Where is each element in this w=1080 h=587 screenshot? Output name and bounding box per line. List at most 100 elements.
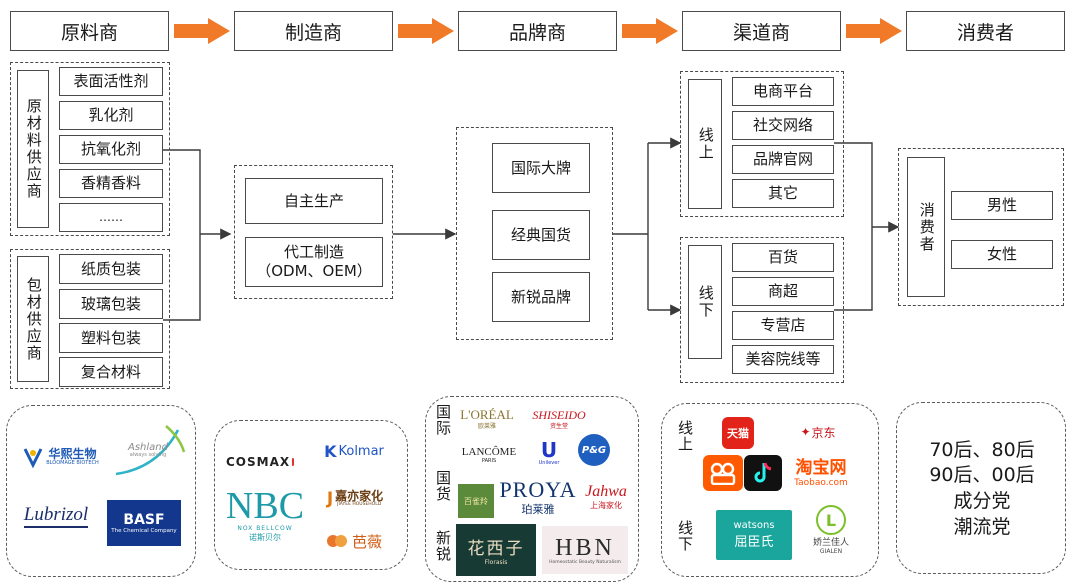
brand-group bbox=[456, 127, 613, 340]
kolmar-logo: K Kolmar bbox=[318, 438, 390, 464]
channel-online-group bbox=[680, 71, 844, 217]
tmall-logo: 天猫 bbox=[722, 417, 754, 449]
brand-intl-label: 国际 bbox=[434, 404, 452, 436]
flow-arrow-icon bbox=[846, 18, 902, 44]
hbn-name: HBN bbox=[555, 534, 615, 561]
channel-ecommerce: 电商平台 bbox=[732, 77, 834, 106]
shiseido-name: SHISEIDO bbox=[532, 407, 586, 422]
basf-logo: BASF The Chemical Company bbox=[107, 500, 181, 546]
raw-material-group bbox=[10, 62, 170, 236]
nbc-sub: NOX BELLCOW bbox=[237, 525, 293, 532]
channel-official-site: 品牌官网 bbox=[732, 145, 834, 174]
ashland-name: Ashland bbox=[128, 441, 168, 453]
consumer-tag-trend: 潮流党 bbox=[953, 515, 1011, 538]
consumer-tag-ingredient: 成分党 bbox=[953, 490, 1011, 512]
taobao-logo: 淘宝网 Taobao.com bbox=[786, 456, 856, 492]
gialen-name: 娇兰佳人 bbox=[812, 538, 849, 548]
channel-supermarket: 商超 bbox=[732, 277, 834, 306]
channel-department-store: 百货 bbox=[732, 243, 834, 272]
consumer-female: 女性 bbox=[951, 240, 1053, 269]
brand-international: 国际大牌 bbox=[492, 143, 590, 193]
bawei-logo: 芭薇 bbox=[318, 526, 390, 556]
packaging-group bbox=[10, 249, 170, 389]
jd-dog-icon: ✦ bbox=[800, 425, 811, 439]
brand-domestic-label: 国货 bbox=[434, 470, 452, 502]
jahwa-name: Jahwa bbox=[585, 482, 627, 500]
kolmar-mark-icon: K bbox=[324, 441, 337, 461]
pg-logo: P&G bbox=[578, 434, 610, 466]
raw-item-more: …… bbox=[59, 203, 163, 232]
lancome-name: LANCÔME bbox=[461, 445, 517, 458]
kuaishou-logo bbox=[703, 455, 743, 491]
raw-item-fragrance: 香精香料 bbox=[59, 169, 163, 198]
header-manufacturer: 制造商 bbox=[234, 11, 393, 51]
gialen-mark-icon: L bbox=[816, 505, 846, 535]
header-brand: 品牌商 bbox=[458, 11, 617, 51]
pg-name: P&G bbox=[581, 444, 607, 456]
cosmax-mark-icon bbox=[292, 458, 294, 466]
consumer-tags: 70后、80后 90后、00后 成分党 潮流党 bbox=[898, 404, 1066, 574]
flow-arrow-icon bbox=[398, 18, 454, 44]
shiseido-cn: 资生堂 bbox=[549, 422, 568, 430]
kolmar-name: Kolmar bbox=[338, 443, 384, 459]
loreal-logo: L'ORÉAL 欧莱雅 bbox=[458, 406, 516, 432]
proya-name: PROYA bbox=[499, 477, 577, 502]
consumer-male: 男性 bbox=[951, 191, 1053, 220]
logo-offline-label: 线下 bbox=[676, 520, 694, 552]
channel-beauty-salon: 美容院线等 bbox=[732, 345, 834, 374]
taobao-sub: Taobao.com bbox=[794, 477, 848, 488]
huaxi-name: 华熙生物 bbox=[48, 446, 97, 461]
channel-online-label: 线上 bbox=[688, 79, 722, 209]
bawei-name: 芭薇 bbox=[351, 532, 382, 551]
douyin-note-icon bbox=[754, 462, 772, 483]
pack-item-plastic: 塑料包装 bbox=[59, 323, 163, 353]
huaxi-mark-icon bbox=[23, 448, 43, 469]
mfg-self-production: 自主生产 bbox=[245, 178, 383, 224]
flow-arrow-icon bbox=[622, 18, 678, 44]
jiayi-name: 嘉亦家化 bbox=[335, 488, 384, 503]
ashland-mark-icon bbox=[115, 425, 186, 476]
pack-item-glass: 玻璃包装 bbox=[59, 289, 163, 319]
lancome-logo: LANCÔME PARIS bbox=[456, 442, 522, 468]
lancome-sub: PARIS bbox=[481, 457, 497, 464]
mfg-oem-odm: 代工制造 （ODM、OEM） bbox=[245, 237, 383, 287]
brand-classic-domestic: 经典国货 bbox=[492, 210, 590, 260]
raw-item-antioxidant: 抗氧化剂 bbox=[59, 135, 163, 164]
baique-name: 百雀羚 bbox=[464, 496, 488, 506]
jiayi-mark-icon: J bbox=[326, 489, 334, 509]
channel-social: 社交网络 bbox=[732, 111, 834, 140]
jahwa-cn: 上海家化 bbox=[590, 500, 622, 510]
ashland-sub: always solving bbox=[129, 451, 167, 458]
hbn-logo: HBN Homeostatic Beauty Naturalism bbox=[542, 526, 628, 574]
unilever-logo: U Unilever bbox=[532, 438, 566, 468]
lubrizol-name: Lubrizol bbox=[23, 504, 89, 528]
gialen-logo: L 娇兰佳人 GIALEN bbox=[802, 502, 860, 558]
channel-specialty-store: 专营店 bbox=[732, 311, 834, 340]
baique-logo: 百雀羚 bbox=[458, 484, 494, 518]
huaxizi-sub: Florasis bbox=[484, 559, 508, 566]
proya-logo: PROYA 珀莱雅 bbox=[499, 476, 577, 520]
cosmax-name: COSMAX bbox=[226, 455, 291, 469]
consumer-tags-panel bbox=[896, 402, 1066, 574]
header-channel: 渠道商 bbox=[682, 11, 841, 51]
bawei-flower-icon bbox=[326, 535, 347, 547]
mfg-oem-label: 代工制造 bbox=[283, 243, 344, 262]
jd-name: 京东 bbox=[811, 425, 836, 440]
basf-sub: The Chemical Company bbox=[111, 528, 177, 534]
nbc-cn: 诺斯贝尔 bbox=[249, 533, 281, 542]
header-consumer: 消费者 bbox=[906, 11, 1065, 51]
brand-emerging: 新锐品牌 bbox=[492, 272, 590, 322]
huaxi-logo: 华熙生物 BLOOMAGE BIOTECH bbox=[18, 440, 104, 474]
unilever-name: Unilever bbox=[538, 460, 560, 466]
mfg-oem-sub: （ODM、OEM） bbox=[256, 262, 372, 280]
huaxizi-name: 花西子 bbox=[467, 539, 525, 559]
raw-item-surfactant: 表面活性剂 bbox=[59, 67, 163, 96]
consumer-tag-age2: 90后、00后 bbox=[929, 464, 1035, 487]
gialen-sub: GIALEN bbox=[819, 548, 843, 555]
nbc-name: NBC bbox=[225, 485, 305, 527]
flow-arrow-icon bbox=[174, 18, 230, 44]
raw-logos-panel bbox=[6, 405, 196, 577]
channel-offline-group bbox=[680, 237, 844, 383]
mfg-logos-panel bbox=[214, 420, 408, 570]
